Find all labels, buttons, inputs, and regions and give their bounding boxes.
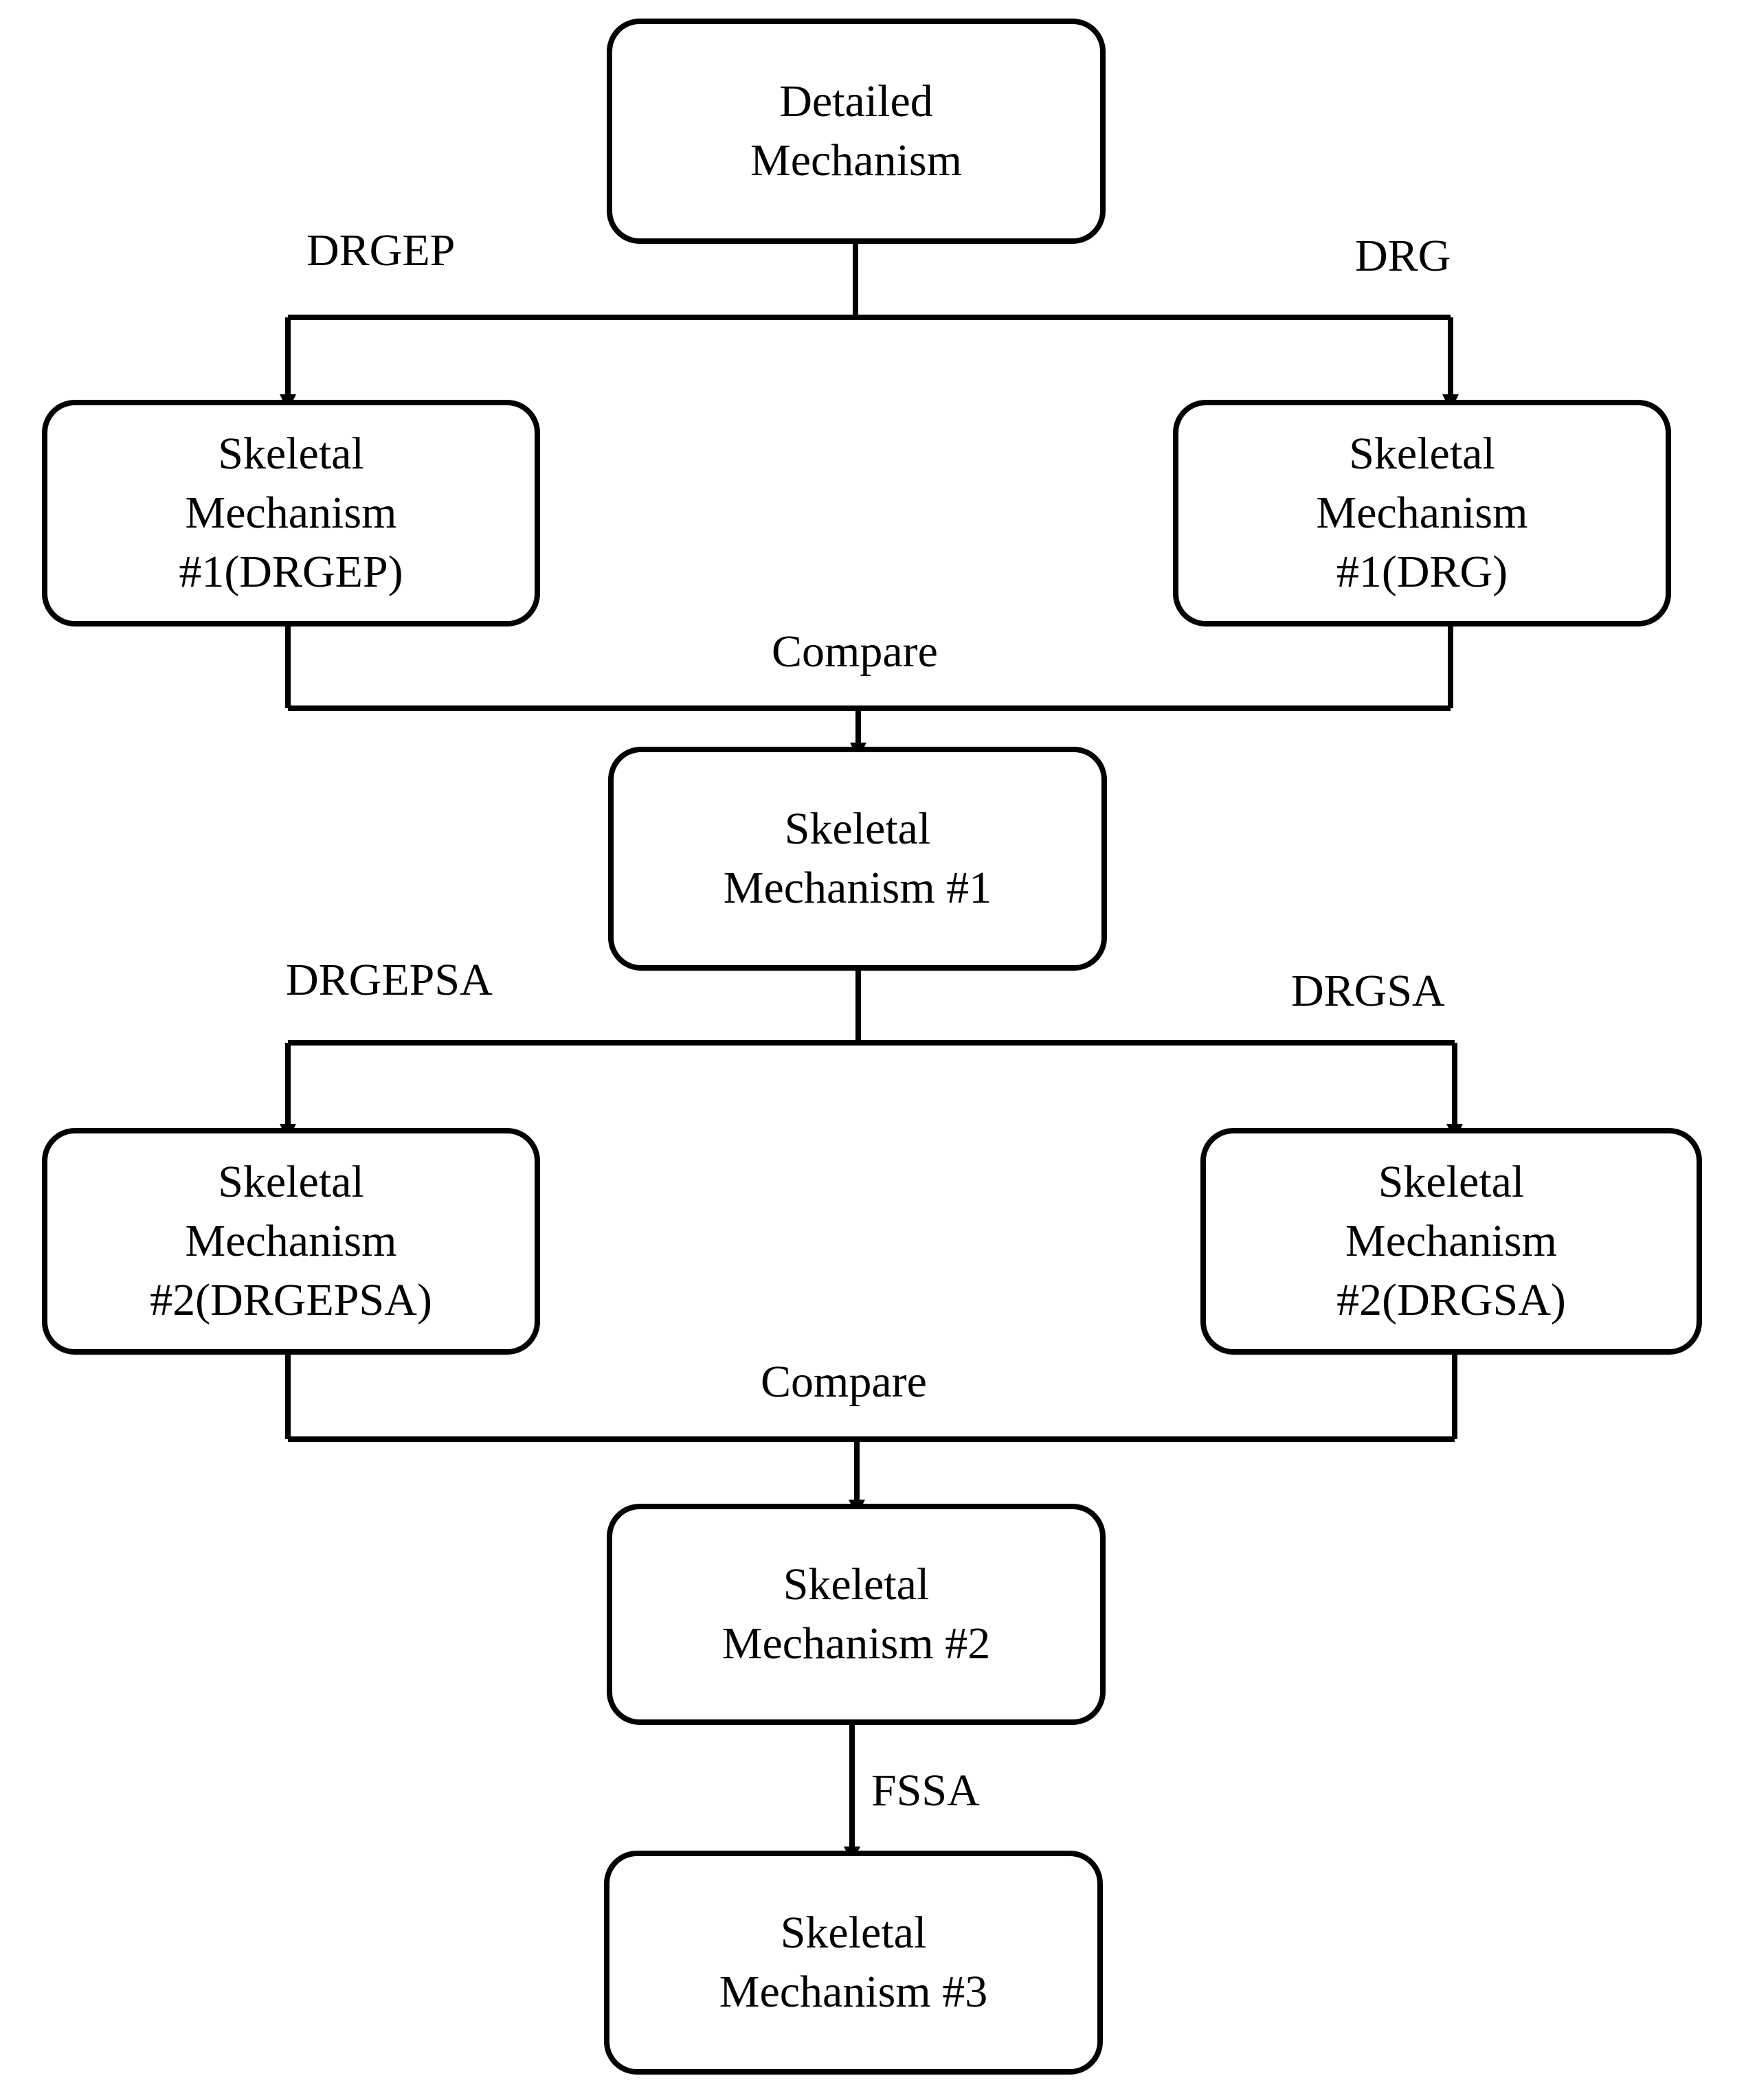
node-line: #1(DRG) — [1336, 547, 1508, 597]
edge-label-fssa: FSSA — [871, 1765, 980, 1816]
edge-label-compare-1: Compare — [772, 626, 938, 677]
node-line: Skeletal — [784, 804, 931, 854]
node-line: Skeletal — [783, 1559, 930, 1610]
node-line: Mechanism #2 — [721, 1618, 991, 1669]
node-skeletal-1-drgep: Skeletal Mechanism #1(DRGEP) — [42, 400, 540, 626]
node-detailed-mechanism: Detailed Mechanism — [607, 19, 1106, 244]
node-line: Skeletal — [218, 429, 364, 479]
edge-label-drgepsa: DRGEPSA — [286, 955, 493, 1005]
node-line: Mechanism — [185, 1216, 397, 1266]
node-skeletal-1-drg: Skeletal Mechanism #1(DRG) — [1173, 400, 1671, 626]
node-skeletal-2-drgepsa: Skeletal Mechanism #2(DRGEPSA) — [42, 1128, 540, 1355]
node-line: Mechanism — [1316, 488, 1528, 538]
node-line: Mechanism — [185, 488, 397, 538]
node-line: Mechanism #1 — [723, 863, 992, 913]
node-line: Skeletal — [218, 1157, 364, 1207]
node-line: Skeletal — [780, 1908, 927, 1958]
node-skeletal-2-drgsa: Skeletal Mechanism #2(DRGSA) — [1200, 1128, 1702, 1355]
edge-label-drgsa: DRGSA — [1291, 966, 1445, 1016]
node-line: Skeletal — [1349, 429, 1495, 479]
node-line: Detailed — [779, 76, 933, 126]
node-line: Skeletal — [1378, 1157, 1525, 1207]
node-skeletal-2: Skeletal Mechanism #2 — [607, 1504, 1106, 1725]
node-line: Mechanism — [1345, 1216, 1557, 1266]
node-line: Mechanism #3 — [719, 1967, 988, 2017]
edge-label-drg: DRG — [1355, 231, 1451, 281]
node-line: #1(DRGEP) — [179, 547, 403, 597]
edge-label-drgep: DRGEP — [306, 225, 456, 275]
edge-label-compare-2: Compare — [761, 1357, 927, 1407]
node-skeletal-3: Skeletal Mechanism #3 — [604, 1851, 1103, 2075]
node-line: Mechanism — [750, 135, 962, 185]
node-line: #2(DRGEPSA) — [150, 1275, 432, 1325]
node-skeletal-1: Skeletal Mechanism #1 — [608, 747, 1107, 971]
node-line: #2(DRGSA) — [1336, 1275, 1566, 1325]
